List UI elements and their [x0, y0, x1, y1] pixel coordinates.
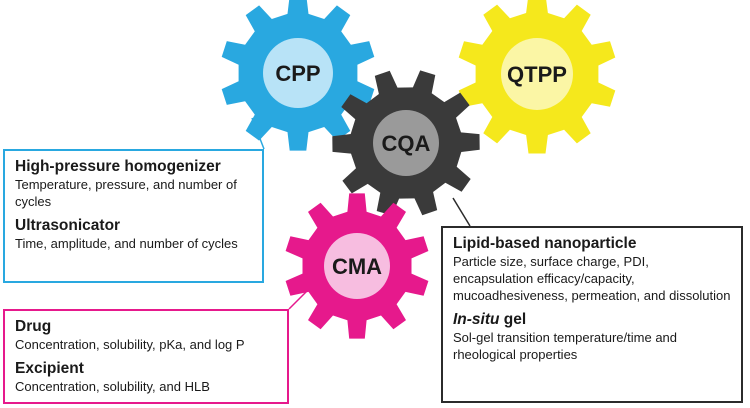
- high-pressure-homogenizer-text: Temperature, pressure, and number of cyc…: [15, 177, 237, 209]
- in-situ-gel-title: In-situ gel: [453, 310, 731, 329]
- excipient-title: Excipient: [15, 360, 84, 377]
- drug-title: Drug: [15, 318, 52, 335]
- cma-label: CMA: [332, 254, 382, 279]
- cqa-label: CQA: [382, 131, 431, 156]
- cqa-gear-center: [373, 110, 439, 176]
- cpp-parameters-box: High-pressure homogenizer Temperature, p…: [3, 149, 264, 283]
- cqa-gear: CQA: [332, 70, 480, 216]
- in-situ-gel-text: Sol-gel transition temperature/time and …: [453, 330, 678, 362]
- qtpp-gear: QTPP: [458, 0, 616, 154]
- high-pressure-homogenizer-title: High-pressure homogenizer: [15, 158, 221, 175]
- lipid-nanoparticle-title: Lipid-based nanoparticle: [453, 235, 637, 252]
- cqa-attributes-box: Lipid-based nanoparticle Particle size, …: [441, 226, 743, 403]
- cqa-connector: [452, 197, 471, 227]
- drug-text: Concentration, solubility, pKa, and log …: [15, 337, 245, 352]
- ultrasonicator-title: Ultrasonicator: [15, 217, 121, 234]
- cpp-label: CPP: [275, 61, 320, 86]
- lipid-nanoparticle-text: Particle size, surface charge, PDI, enca…: [453, 254, 731, 303]
- cma-connector: [288, 289, 309, 310]
- qtpp-label: QTPP: [507, 62, 567, 87]
- cma-gear-center: [324, 233, 390, 299]
- excipient-text: Concentration, solubility, and HLB: [15, 379, 210, 394]
- cpp-gear: CPP: [221, 0, 375, 151]
- ultrasonicator-text: Time, amplitude, and number of cycles: [15, 236, 238, 251]
- cma-attributes-box: Drug Concentration, solubility, pKa, and…: [3, 309, 289, 404]
- gel-word: gel: [499, 311, 527, 328]
- in-situ-italic: In-situ: [453, 311, 500, 328]
- cpp-gear-center: [263, 38, 333, 108]
- cma-gear: CMA: [285, 193, 429, 339]
- qtpp-gear-center: [501, 38, 573, 110]
